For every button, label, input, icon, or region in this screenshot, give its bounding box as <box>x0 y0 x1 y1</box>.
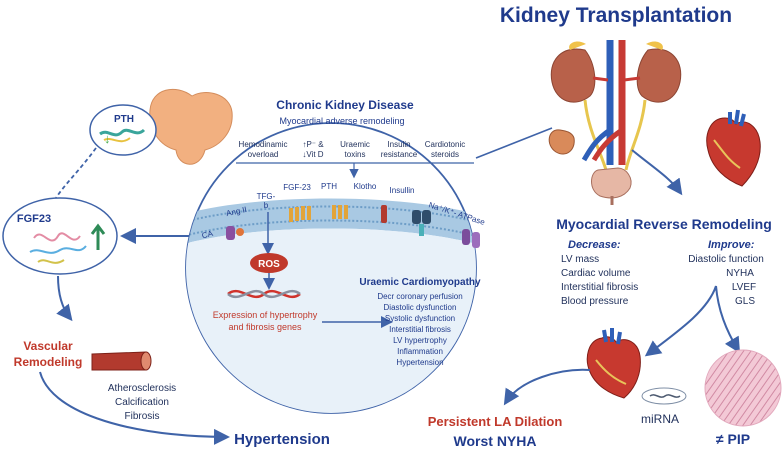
mediator-ang2: Ang II <box>225 205 247 218</box>
ros-badge <box>250 253 288 273</box>
ros-label: ROS <box>258 259 280 270</box>
ckd-title: Chronic Kidney Disease <box>276 98 414 112</box>
improve-item: NYHA <box>726 268 754 279</box>
reverse-remodeling-title: Myocardial Reverse Remodeling <box>556 216 772 232</box>
cardiomyopathy-item: Interstitial fibrosis <box>389 325 451 334</box>
cardiomyopathy-item: Hypertension <box>396 358 443 367</box>
arrow-down-icon: ↓ <box>104 131 111 146</box>
improve-label: Improve: <box>708 239 755 251</box>
gene-expression-label: and fibrosis genes <box>228 322 302 332</box>
factor-uraemic: toxins <box>345 150 366 159</box>
heart-icon <box>706 109 761 187</box>
fgf23-molecule: FGF23 <box>2 197 118 275</box>
pth-molecule-box: PTH ↓ <box>89 104 157 156</box>
improve-item: GLS <box>735 296 755 307</box>
dna-helix-icon <box>227 289 301 299</box>
factor-insulin: resistance <box>381 150 418 159</box>
cardiomyopathy-title: Uraemic Cardiomyopathy <box>359 277 481 288</box>
receptor-icon <box>412 210 431 236</box>
kidney-transplant-illustration <box>548 40 682 205</box>
decrease-label: Decrease: <box>568 239 621 251</box>
vascular-remodeling-line-1: Vascular <box>23 339 73 353</box>
vascular-item: Atherosclerosis <box>108 383 176 394</box>
mediator-klotho: Klotho <box>354 182 377 191</box>
ckd-subtitle: Myocardial adverse remodeling <box>279 116 404 126</box>
receptor-icon <box>226 226 244 240</box>
pth-molecule-label: PTH <box>114 114 134 125</box>
receptor-icon <box>381 205 387 223</box>
mediator-fgf23: FGF-23 <box>283 183 311 192</box>
histology-sample-icon <box>704 349 782 427</box>
cardiomyopathy-item: Inflammation <box>397 347 443 356</box>
heart-remodeled-icon <box>586 328 641 399</box>
cardiomyopathy-item: Decr coronary perfusion <box>377 292 462 301</box>
decrease-item: LV mass <box>561 254 599 265</box>
ckd-circle <box>185 122 477 414</box>
mediator-pth: PTH <box>321 182 337 191</box>
mirna-icon <box>641 387 687 405</box>
receptor-icon <box>462 229 480 248</box>
parathyroid-gland-icon <box>149 88 233 165</box>
receptor-icon <box>289 206 311 222</box>
decrease-item: Cardiac volume <box>561 268 631 279</box>
cardiomyopathy-item: Diastolic dysfunction <box>384 303 457 312</box>
decrease-item: Blood pressure <box>561 296 629 307</box>
factor-phosphate: ↑P⁻ & <box>302 140 324 149</box>
vascular-item: Calcification <box>115 397 169 408</box>
pip-label: ≠ PIP <box>716 431 750 447</box>
vascular-item: Fibrosis <box>124 411 159 422</box>
fgf23-label: FGF23 <box>17 213 51 225</box>
worst-nyha: Worst NYHA <box>454 433 537 449</box>
mirna-label: miRNA <box>641 412 679 426</box>
cardiomyopathy-item: LV hypertrophy <box>393 336 447 345</box>
cardiomyopathy-item: Systolic dysfunction <box>385 314 455 323</box>
blood-vessel-icon <box>91 351 152 371</box>
factor-hemodynamic: Hemodinamic <box>239 140 288 149</box>
mediator-tgf: TFG- <box>257 192 276 201</box>
factor-cardiotonic: Cardiotonic <box>425 140 465 149</box>
factor-hemodynamic: overload <box>248 150 279 159</box>
mediator-ca: CA <box>201 229 215 241</box>
improve-item: LVEF <box>732 282 756 293</box>
receptor-icon <box>332 205 348 219</box>
factor-phosphate: ↓Vit D <box>302 150 323 159</box>
persistent-la-dilation: Persistent LA Dilation <box>428 414 563 429</box>
factor-cardiotonic: steroids <box>431 150 459 159</box>
gene-expression-label: Expression of hypertrophy <box>213 310 318 320</box>
page-title: Kidney Transplantation <box>500 4 732 27</box>
improve-item: Diastolic function <box>688 254 764 265</box>
factor-insulin: Insulin <box>387 140 410 149</box>
factor-uraemic: Uraemic <box>340 140 370 149</box>
hypertension-label: Hypertension <box>234 431 330 448</box>
arrow-up-icon <box>90 223 106 250</box>
vascular-remodeling-line-2: Remodeling <box>14 355 83 369</box>
decrease-item: Interstitial fibrosis <box>561 282 638 293</box>
mediator-tgf: b <box>264 201 269 210</box>
mediator-insulin: Insullin <box>390 186 415 195</box>
